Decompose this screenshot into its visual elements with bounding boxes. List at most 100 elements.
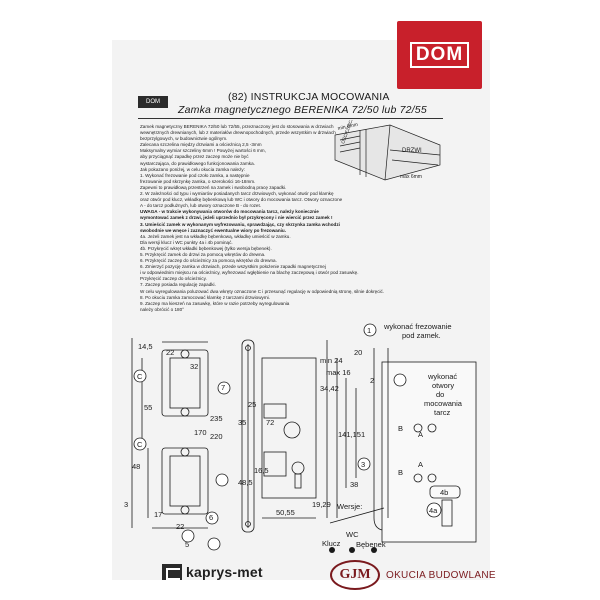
- dim-16-5: 16,5: [254, 466, 269, 475]
- callout-2-text: wykonać: [428, 372, 458, 381]
- gjm-mark: GJM: [330, 560, 380, 590]
- instruction-line: 6. Zmierzyć pozycję zamka w drzwiach, pr…: [140, 264, 326, 270]
- dim-55: 55: [144, 403, 153, 412]
- dom-logo: DOM: [397, 21, 482, 89]
- dim-14-5: 14,5: [138, 342, 153, 351]
- marker-c-upper: C: [137, 372, 143, 381]
- instruction-line: 8. Po okuciu zamka zamocować klamkę z ta…: [140, 294, 270, 300]
- callout-2-text-4: mocowania: [424, 399, 462, 408]
- instruction-line: 9. Zaczep ma kieszeń na zasuwkę, które w…: [140, 300, 290, 306]
- dim-170: 170: [194, 428, 207, 437]
- gap-cross-section-drawing: min 6mm DRZWI max 6mm OŚCIEŻNICA: [334, 120, 441, 181]
- instruction-line: 4a. Jeżeli zamek jest na wkładkę bębenko…: [140, 233, 291, 239]
- instruction-line: 5. Przykręcić zamek do drzwi za pomocą w…: [140, 251, 266, 257]
- marker-6: 6: [209, 513, 214, 522]
- instruction-line: Dla wersji klucz i WC punkty 4a i 4b pom…: [140, 239, 233, 245]
- instruction-line: bezprzylgowych, w budownictwie ogólnym.: [140, 136, 228, 142]
- gjm-logo: GJM OKUCIA BUDOWLANE: [330, 560, 496, 590]
- versions-label: Wersje:: [337, 502, 363, 511]
- instruction-line: 1. Wykonać frezowanie pod czoło zamka, a…: [140, 172, 250, 178]
- instruction-line: 3. Umieścić zamek w wykonanym wyfrezowan…: [140, 221, 340, 227]
- marker-7: 7: [221, 383, 226, 392]
- instruction-line: Zamek magnetyczny BERENIKA 72/50 lub 72/…: [140, 124, 334, 129]
- dim-48-5: 48,5: [238, 478, 253, 487]
- marker-4b: 4b: [440, 488, 449, 497]
- dim-72: 72: [266, 418, 275, 427]
- dim-3: 3: [124, 500, 129, 509]
- lock-technical-drawing: [131, 323, 477, 553]
- instruction-line: oraz otwór pod klucz, wkładkę bębenkową …: [140, 197, 343, 203]
- callout-2-text-2: otwory: [432, 381, 455, 390]
- instruction-line: Zapewni to prawidłową przestrzeń na zame…: [140, 184, 287, 190]
- instruction-line: wewnętrznych drewnianych, lub z materiał…: [140, 130, 336, 136]
- dim-19-29: 19,29: [312, 500, 331, 509]
- mini-label-min6: min 6mm: [337, 122, 358, 132]
- marker-a-lower: A: [418, 460, 424, 469]
- instruction-line: wymontować zamek z drzwi, jeżeli uprzedn…: [140, 215, 333, 221]
- dim-22-top: 22: [166, 348, 175, 357]
- dim-25: 25: [248, 400, 257, 409]
- title-divider: [138, 118, 443, 119]
- dim-48: 48: [132, 462, 141, 471]
- instruction-line: 7. Zaczep posiada regulację zapadki.: [140, 282, 216, 288]
- instruction-line: 6. Przykręcić zaczep do ościeżnicy za po…: [140, 258, 277, 264]
- marker-1: 1: [367, 326, 372, 335]
- version-klucz: Klucz: [322, 539, 341, 548]
- instruction-line: Maksymalny wymiar szczeliny 6mm ! Powyże…: [140, 148, 266, 154]
- instruction-line: i w odpowiednim miejscu na ościeżnicy, w…: [140, 270, 359, 276]
- small-dom-logo: DOM: [138, 96, 168, 108]
- dim-34-42: 34,42: [320, 384, 339, 393]
- instruction-line: Zalecana szczelina między drzwiami a ośc…: [140, 142, 262, 148]
- document-title: (82) INSTRUKCJA MOCOWANIA: [228, 91, 390, 103]
- dim-min-24: min 24: [320, 356, 343, 365]
- instruction-line: A - do tarcz podłużnych, lub otwory ozna…: [140, 203, 262, 209]
- dim-17: 17: [154, 510, 163, 519]
- dim-50-55: 50,55: [276, 508, 295, 517]
- mini-label-max6: max 6mm: [400, 174, 422, 180]
- dim-max-16: max 16: [326, 368, 351, 377]
- instruction-line: 2. W zależności od typu i wymiarów posia…: [140, 191, 334, 197]
- marker-b-lower: B: [398, 468, 404, 477]
- callout-1-text-2: pod zamek.: [402, 331, 441, 340]
- document-subtitle: Zamka magnetycznego BERENIKA 72/50 lub 7…: [178, 104, 427, 116]
- kaprys-met-text: kaprys-met: [186, 564, 263, 580]
- dom-logo-text: DOM: [409, 42, 470, 68]
- mini-label-drzwi: DRZWI: [402, 148, 422, 154]
- lock-faceplate: [241, 339, 255, 533]
- dim-220: 220: [210, 432, 223, 441]
- dim-235: 235: [210, 414, 223, 423]
- instruction-line: Jak pokazano poniżej, w celu okucia zamk…: [140, 166, 245, 172]
- lock-body: [261, 357, 317, 499]
- strike-plate-lower: [161, 447, 209, 515]
- dim-32: 32: [190, 362, 199, 371]
- callout-2-text-5: tarcz: [434, 408, 451, 417]
- callout-2-text-3: do: [436, 390, 445, 399]
- marker-4a: 4a: [429, 506, 438, 515]
- strike-plate-upper: [161, 349, 209, 417]
- marker-a-upper: A: [418, 430, 424, 439]
- instructions-text: Zamek magnetyczny BERENIKA 72/50 lub 72/…: [140, 124, 402, 313]
- callout-1-text: wykonać frezowanie: [384, 322, 452, 331]
- marker-5: 5: [185, 540, 190, 549]
- marker-3: 3: [361, 460, 366, 469]
- dim-22-bottom: 22: [176, 522, 185, 531]
- dim-38: 38: [350, 480, 359, 489]
- instruction-line: Przykręcić zaczep do ościeżnicy.: [140, 276, 207, 282]
- strike-plate-lower-inner: [169, 455, 201, 507]
- gjm-tagline: OKUCIA BUDOWLANE: [386, 569, 496, 581]
- marker-2: 2: [370, 376, 375, 385]
- instruction-line: swobodnie we wnęce i zaznaczyć ewentualn…: [140, 227, 287, 233]
- kaprys-met-icon: [162, 564, 182, 580]
- instruction-line: frezowanie pod skrzynkę zamka, o szeroko…: [140, 178, 256, 184]
- version-bebenek: Bębenek: [356, 540, 386, 549]
- instruction-line: UWAGA - w trakcie wykonywania otworów do…: [140, 209, 319, 215]
- dim-35: 35: [238, 418, 247, 427]
- version-wc: WC: [346, 530, 359, 539]
- dim-20-door: 20: [354, 348, 363, 357]
- kaprys-met-logo: kaprys-met: [162, 564, 263, 580]
- dim-141-151: 141,151: [338, 430, 366, 439]
- instruction-line: aby przyciągnąć zapadkę przez zaczep moż…: [140, 154, 249, 160]
- marker-c-lower: C: [137, 440, 143, 449]
- instruction-line: należy obrócić o 180°: [140, 306, 184, 312]
- instruction-line: W celu wyregulowania poluzować dwa wkręt…: [140, 288, 385, 294]
